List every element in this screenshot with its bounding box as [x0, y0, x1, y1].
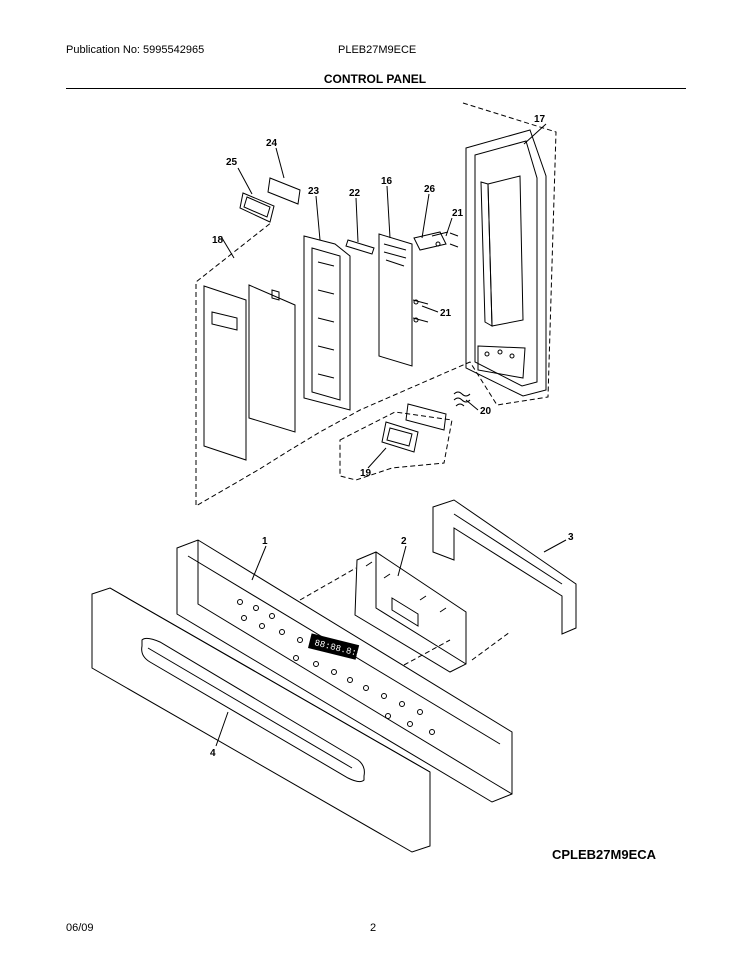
callout-25: 25 [226, 157, 238, 168]
part-panel-overlay [203, 284, 296, 461]
part-bracket [412, 231, 459, 323]
callout-21-lower: 21 [440, 308, 452, 319]
callout-3: 3 [568, 532, 574, 543]
part-small-pad [239, 192, 275, 223]
part-small-pad-inner [243, 196, 271, 218]
part-knob [381, 403, 447, 453]
part-control-panel [176, 539, 513, 803]
callout-16: 16 [381, 176, 393, 187]
callout-labels: 17 24 25 23 22 16 26 21 18 21 20 19 1 2 … [210, 114, 574, 759]
callout-1: 1 [262, 536, 268, 547]
callout-2: 2 [401, 536, 407, 547]
callout-23: 23 [308, 186, 320, 197]
publication-date: 06/09 [66, 922, 94, 934]
leader-lines [215, 123, 567, 747]
publication-number: Publication No: 5995542965 [66, 44, 205, 56]
callout-20: 20 [480, 406, 492, 417]
part-small-plate [267, 177, 301, 205]
callout-22: 22 [349, 188, 361, 199]
part-strip [345, 239, 375, 255]
part-frame [465, 129, 547, 397]
page-number: 2 [370, 922, 377, 934]
panel-buttons [237, 599, 435, 735]
callout-26: 26 [424, 184, 436, 195]
part-panel-frame [303, 235, 351, 411]
diagram-code: CPLEB27M9ECA [552, 847, 657, 862]
section-title: CONTROL PANEL [323, 72, 427, 86]
callout-24: 24 [266, 138, 278, 149]
header-rule [66, 88, 686, 89]
part-circuit-board [378, 233, 413, 367]
part-trim [432, 499, 577, 635]
part-spring [453, 391, 471, 407]
callout-19: 19 [360, 468, 372, 479]
callout-17: 17 [534, 114, 546, 125]
callout-21-upper: 21 [452, 208, 464, 219]
part-control-board [354, 551, 467, 673]
part-outer-frame [91, 587, 431, 853]
callout-4: 4 [210, 748, 216, 759]
assembly-boundary-lower [299, 567, 511, 666]
assembly-boundary-upper [195, 102, 557, 507]
model-number: PLEB27M9ECE [338, 44, 417, 56]
callout-18: 18 [212, 235, 224, 246]
